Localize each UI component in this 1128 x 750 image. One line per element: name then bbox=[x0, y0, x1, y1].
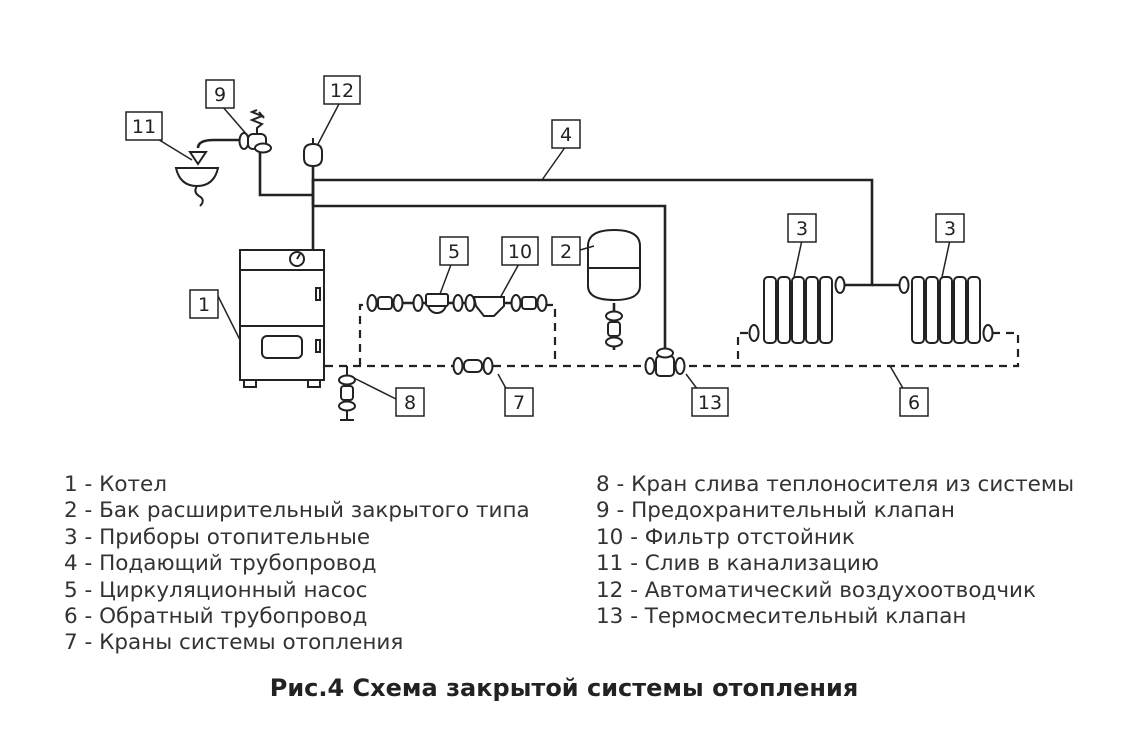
legend-item: 12 - Автоматический воздухоотводчик bbox=[596, 577, 1037, 603]
callout-5: 5 bbox=[439, 236, 469, 266]
callout-1: 1 bbox=[189, 289, 219, 319]
svg-text:13: 13 bbox=[698, 392, 722, 414]
svg-text:7: 7 bbox=[513, 392, 525, 414]
callouts: 1 2 3 3 4 5 6 7 bbox=[125, 75, 965, 417]
callout-9: 9 bbox=[205, 79, 235, 109]
callout-12: 12 bbox=[323, 75, 361, 105]
callout-3-left: 3 bbox=[787, 213, 817, 243]
thermo-mixing-valve bbox=[644, 347, 686, 377]
svg-text:2: 2 bbox=[560, 241, 572, 263]
svg-text:11: 11 bbox=[132, 116, 156, 138]
legend-left: 1 - Котел 2 - Бак расширительный закрыто… bbox=[64, 472, 530, 657]
callout-2: 2 bbox=[551, 236, 581, 266]
drain-valve bbox=[338, 366, 356, 421]
svg-text:1: 1 bbox=[198, 294, 210, 316]
legend-item: 8 - Кран слива теплоносителя из системы bbox=[596, 472, 1075, 497]
legend-item: 9 - Предохранительный клапан bbox=[596, 498, 955, 524]
svg-text:3: 3 bbox=[944, 218, 956, 240]
callout-13: 13 bbox=[691, 387, 729, 417]
callout-11: 11 bbox=[125, 111, 163, 141]
heating-system-diagram: 1 2 3 3 4 5 6 7 bbox=[125, 75, 1020, 421]
leader-lines bbox=[155, 101, 951, 401]
callout-8: 8 bbox=[395, 387, 425, 417]
svg-text:4: 4 bbox=[560, 124, 572, 146]
legend-item: 11 - Слив в канализацию bbox=[596, 551, 879, 577]
svg-text:9: 9 bbox=[214, 84, 226, 106]
svg-text:3: 3 bbox=[796, 218, 808, 240]
legend-item: 3 - Приборы отопительные bbox=[64, 524, 371, 550]
ball-valves bbox=[452, 357, 494, 375]
radiator-left bbox=[748, 276, 846, 344]
radiator-right bbox=[898, 276, 994, 344]
safety-valve bbox=[238, 109, 272, 154]
svg-text:12: 12 bbox=[330, 80, 354, 102]
svg-text:10: 10 bbox=[508, 241, 532, 263]
sewer-drain bbox=[174, 151, 220, 207]
legend-right: 8 - Кран слива теплоносителя из системы … bbox=[596, 472, 1074, 630]
legend-item: 5 - Циркуляционный насос bbox=[64, 577, 368, 603]
figure-caption: Рис.4 Схема закрытой системы отопления bbox=[269, 674, 859, 702]
air-vent bbox=[303, 138, 323, 168]
legend-item: 4 - Подающий трубопровод bbox=[64, 551, 377, 577]
return-pipe bbox=[325, 303, 1020, 368]
callout-3-right: 3 bbox=[935, 213, 965, 243]
legend-item: 1 - Котел bbox=[64, 472, 168, 497]
legend-item: 2 - Бак расширительный закрытого типа bbox=[64, 498, 530, 524]
boiler bbox=[239, 249, 325, 388]
legend-item: 6 - Обратный трубопровод bbox=[64, 604, 368, 630]
callout-4: 4 bbox=[551, 119, 581, 149]
legend-item: 7 - Краны системы отопления bbox=[64, 630, 404, 656]
svg-text:6: 6 bbox=[908, 392, 920, 414]
callout-10: 10 bbox=[501, 236, 539, 266]
supply-pipe bbox=[196, 138, 902, 350]
circulation-line bbox=[366, 293, 548, 317]
callout-6: 6 bbox=[899, 387, 929, 417]
legend-item: 10 - Фильтр отстойник bbox=[596, 524, 855, 550]
svg-text:5: 5 bbox=[448, 241, 460, 263]
legend-item: 13 - Термосмесительный клапан bbox=[596, 604, 967, 630]
callout-7: 7 bbox=[504, 387, 534, 417]
expansion-tank bbox=[587, 228, 641, 348]
svg-text:8: 8 bbox=[404, 392, 416, 414]
